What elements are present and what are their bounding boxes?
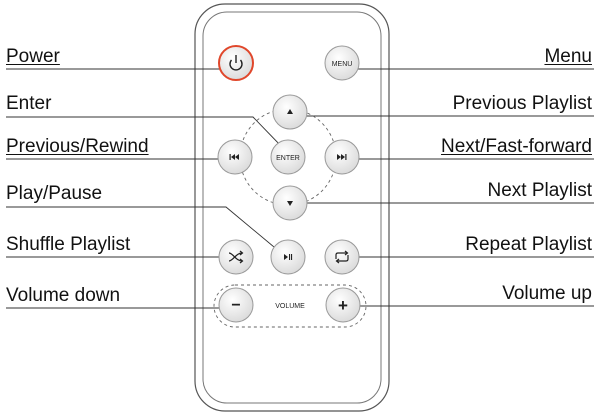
skip-back-icon <box>229 154 239 160</box>
volume-up-button[interactable]: + <box>325 287 361 323</box>
enter-button[interactable]: ENTER <box>270 139 306 175</box>
skip-forward-icon <box>337 154 347 160</box>
repeat-icon <box>335 250 349 264</box>
menu-button-label: MENU <box>332 61 353 68</box>
enter-leader <box>6 116 284 149</box>
menu-button[interactable]: MENU <box>324 45 360 81</box>
label-volume-down: Volume down <box>6 285 121 306</box>
play-pause-button[interactable] <box>270 239 306 275</box>
play-pause-icon <box>284 254 293 260</box>
label-menu: Menu <box>544 46 592 67</box>
label-power: Power <box>6 46 60 67</box>
shuffle-button[interactable] <box>218 239 254 275</box>
up-arrow-icon <box>287 109 293 114</box>
leader-lines <box>6 68 594 309</box>
minus-icon: − <box>231 297 240 314</box>
previous-rewind-button[interactable] <box>217 139 253 175</box>
label-next-fast-forward: Next/Fast-forward <box>441 136 592 157</box>
label-previous-playlist: Previous Playlist <box>452 93 592 114</box>
label-repeat-playlist: Repeat Playlist <box>465 234 592 255</box>
power-icon <box>229 55 243 71</box>
down-arrow-icon <box>287 201 293 206</box>
next-fast-forward-button[interactable] <box>324 139 360 175</box>
plus-icon: + <box>338 296 348 315</box>
label-previous-rewind: Previous/Rewind <box>6 136 149 157</box>
label-volume-up: Volume up <box>502 283 592 304</box>
label-shuffle-playlist: Shuffle Playlist <box>6 234 131 255</box>
repeat-button[interactable] <box>324 239 360 275</box>
play-pause-leader <box>6 206 281 253</box>
down-button[interactable] <box>272 185 308 221</box>
label-play-pause: Play/Pause <box>6 183 103 204</box>
power-button[interactable] <box>218 45 254 81</box>
label-next-playlist: Next Playlist <box>487 180 592 201</box>
volume-label: VOLUME <box>275 303 305 310</box>
volume-rocker-outline <box>213 284 367 328</box>
label-enter: Enter <box>6 93 52 114</box>
up-button[interactable] <box>272 94 308 130</box>
enter-button-label: ENTER <box>276 155 300 162</box>
volume-down-button[interactable]: − <box>218 287 254 323</box>
shuffle-icon <box>228 250 244 264</box>
